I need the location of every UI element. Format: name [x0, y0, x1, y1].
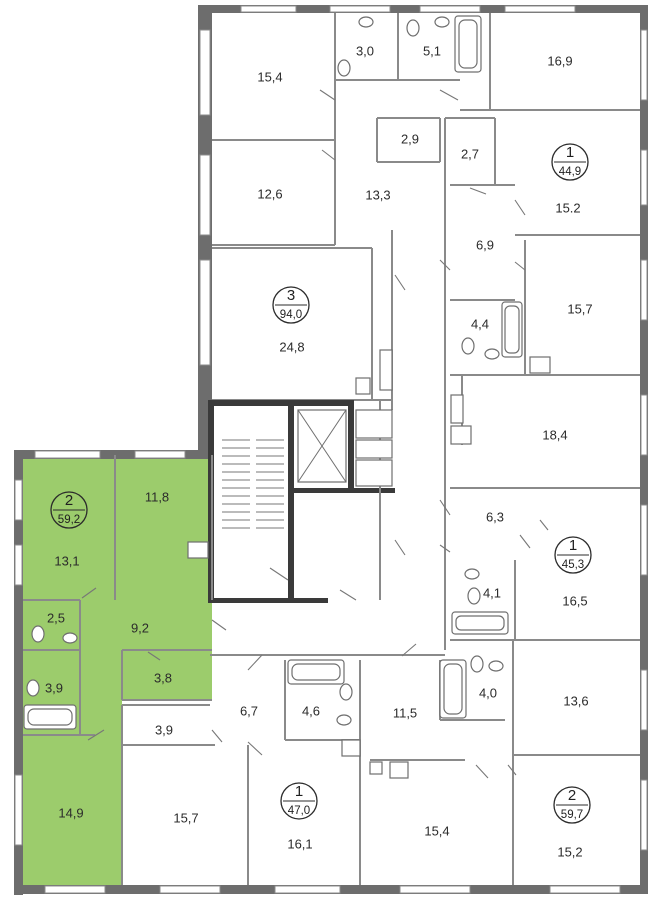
- apartment-room-count: 1: [569, 537, 577, 554]
- room-area-label: 15,7: [567, 301, 592, 316]
- room-area-label: 11,8: [145, 489, 169, 504]
- staircase: [222, 409, 393, 529]
- room-area-label: 16,1: [287, 836, 312, 851]
- room-area-label: 18,4: [542, 427, 567, 442]
- room-area-label: 3,0: [356, 43, 374, 58]
- room-area-label: 3,8: [154, 670, 172, 685]
- room-area-label: 4,4: [471, 316, 489, 331]
- apartment-badges: 1 44,9 3 94,0 2 59,2 1 45,3 1 47,0: [50, 143, 592, 824]
- room-area-label: 4,0: [479, 685, 497, 700]
- room-area-label: 15.2: [555, 200, 580, 215]
- room-labels: 15,4 3,0 5,1 16,9 2,9 2,7 12,6 13,3 15.2…: [45, 43, 593, 859]
- room-area-label: 15,7: [173, 810, 198, 825]
- room-area-label: 6,3: [486, 509, 504, 524]
- room-area-label: 2,5: [47, 610, 65, 625]
- room-area-label: 13,3: [365, 187, 390, 202]
- apartment-room-count: 2: [568, 787, 576, 804]
- apartment-badge[interactable]: 1 47,0: [280, 782, 318, 820]
- windows: [14, 5, 648, 894]
- room-area-label: 16,9: [547, 53, 572, 68]
- apartment-total-area: 45,3: [562, 559, 584, 571]
- apartment-badge[interactable]: 2 59,2: [50, 491, 88, 529]
- apartment-room-count: 3: [287, 287, 295, 304]
- room-area-label: 15,2: [557, 844, 582, 859]
- apartment-badge[interactable]: 2 59,7: [553, 786, 591, 824]
- apartment-badge[interactable]: 3 94,0: [272, 286, 310, 324]
- room-area-label: 13,1: [54, 553, 79, 568]
- apartment-total-area: 94,0: [280, 309, 302, 321]
- apartment-total-area: 44,9: [559, 166, 581, 178]
- room-area-label: 3,9: [155, 722, 173, 737]
- doors: [81, 89, 549, 779]
- room-area-label: 14,9: [58, 805, 83, 820]
- room-area-label: 9,2: [131, 620, 149, 635]
- room-area-label: 2,7: [461, 146, 479, 161]
- room-area-label: 13,6: [563, 693, 588, 708]
- room-area-label: 16,5: [562, 593, 587, 608]
- bathroom-fixtures: [23, 15, 551, 779]
- room-area-label: 12,6: [257, 186, 282, 201]
- apartment-total-area: 59,2: [58, 514, 80, 526]
- room-area-label: 3,9: [45, 680, 63, 695]
- room-area-label: 6,7: [240, 703, 258, 718]
- apartment-room-count: 1: [295, 783, 303, 800]
- room-area-label: 4,1: [483, 585, 501, 600]
- room-area-label: 15,4: [424, 823, 449, 838]
- room-area-label: 24,8: [279, 339, 304, 354]
- apartment-badge[interactable]: 1 45,3: [554, 536, 592, 574]
- room-area-label: 4,6: [302, 703, 320, 718]
- room-area-label: 2,9: [401, 131, 419, 146]
- room-area-label: 15,4: [257, 69, 282, 84]
- room-area-label: 6,9: [476, 237, 494, 252]
- apartment-badge[interactable]: 1 44,9: [551, 143, 589, 181]
- apartment-total-area: 59,7: [561, 809, 583, 821]
- room-area-label: 11,5: [393, 705, 417, 720]
- interior-walls: [23, 13, 640, 885]
- apartment-total-area: 47,0: [288, 805, 310, 817]
- room-area-label: 5,1: [423, 43, 441, 58]
- highlighted-apartment[interactable]: [18, 455, 212, 888]
- apartment-room-count: 1: [566, 144, 574, 161]
- apartment-room-count: 2: [65, 492, 73, 509]
